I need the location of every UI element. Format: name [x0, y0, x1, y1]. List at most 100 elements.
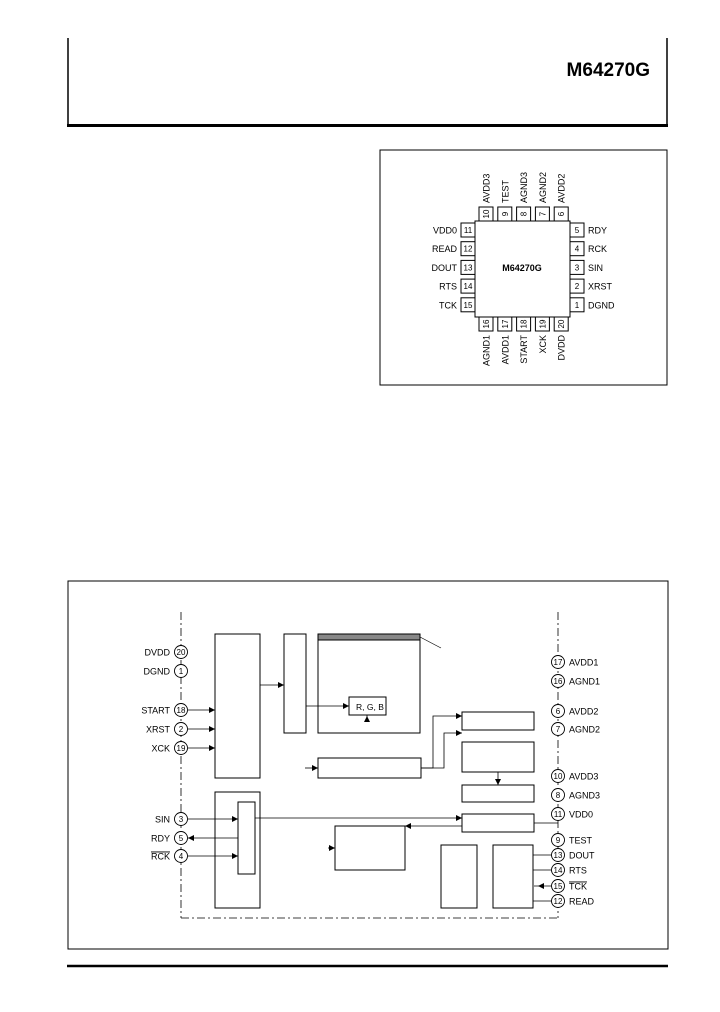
pin-configuration-frame — [379, 149, 668, 386]
pin-name: RCK — [151, 852, 170, 862]
pin-circle — [551, 807, 565, 821]
pin-number: 10 — [554, 772, 563, 781]
pin-name: DVDD — [557, 335, 567, 361]
pin-xrst — [569, 278, 585, 294]
pin-name: TCK — [439, 300, 457, 310]
pin-dgnd — [569, 297, 585, 313]
pin-number: 6 — [557, 211, 566, 216]
arrowhead — [188, 835, 194, 841]
pin-name: AGND1 — [482, 335, 492, 366]
page-title: M64270G — [567, 60, 650, 81]
pin-name: RTS — [569, 866, 587, 876]
pin-rdy — [569, 222, 585, 238]
pin-name: AGND3 — [569, 791, 600, 801]
pin-test — [497, 206, 513, 222]
pin-circle — [551, 879, 565, 893]
pin-name: AGND1 — [569, 677, 600, 687]
pin-name: TEST — [500, 179, 510, 203]
pin-name: TCK — [569, 882, 587, 892]
pin-name: READ — [432, 244, 458, 254]
sensor-shade — [317, 633, 421, 641]
rgb-label: R, G, B — [356, 702, 384, 712]
pin-name: AVDD2 — [557, 174, 567, 203]
pin-number: 12 — [464, 245, 473, 254]
pin-avdd2 — [553, 206, 569, 222]
pin-name: START — [141, 706, 170, 716]
pin-name: DGND — [588, 300, 615, 310]
pin-number: 4 — [575, 245, 580, 254]
pin-number: 11 — [464, 226, 473, 235]
pin-name: AGND3 — [519, 172, 529, 203]
pin-name: XRST — [146, 725, 171, 735]
pin-number: 17 — [554, 658, 563, 667]
pin-agnd3 — [516, 206, 532, 222]
pin-number: 20 — [557, 319, 566, 328]
pin-number: 3 — [575, 263, 580, 272]
pin-number: 20 — [177, 648, 186, 657]
pin-number: 14 — [464, 282, 473, 291]
pin-circle — [174, 645, 188, 659]
adc-block — [461, 784, 535, 803]
pin-name: DGND — [144, 667, 171, 677]
header-frame — [67, 38, 668, 127]
pin-circle — [174, 849, 188, 863]
chip-body — [474, 220, 571, 318]
amplifier-block — [461, 711, 535, 731]
pin-number: 4 — [179, 852, 184, 861]
pin-read — [460, 241, 476, 257]
pin-name: RDY — [588, 226, 607, 236]
register-block — [237, 801, 256, 875]
pin-name: DVDD — [144, 648, 170, 658]
pin-number: 13 — [554, 851, 563, 860]
pin-name: SIN — [155, 815, 170, 825]
pin-number: 11 — [554, 810, 563, 819]
functional-blocks — [214, 633, 535, 909]
pin-name: VDD0 — [433, 226, 457, 236]
pin-avdd3 — [478, 206, 494, 222]
pin-circle — [551, 788, 565, 802]
pin-circle — [551, 863, 565, 877]
pin-number: 5 — [575, 226, 580, 235]
pin-number: 15 — [554, 882, 563, 891]
clamp-block — [461, 741, 535, 773]
pin-name: TEST — [569, 836, 593, 846]
block-diagram-frame — [67, 580, 669, 950]
pin-name: DOUT — [569, 851, 595, 861]
pin-name: AGND2 — [569, 725, 600, 735]
pin-name: RCK — [588, 244, 607, 254]
pin-name: READ — [569, 897, 595, 907]
sensor-array-block — [317, 633, 421, 734]
pin-circle — [174, 722, 188, 736]
pin-number: 9 — [501, 211, 510, 216]
pin-number: 1 — [179, 667, 184, 676]
output-buffer-block — [461, 813, 535, 833]
pin-number: 18 — [177, 706, 186, 715]
pin-name: XRST — [588, 282, 613, 292]
pin-sin — [569, 259, 585, 275]
pin-name: START — [519, 334, 529, 363]
pin-circle — [174, 741, 188, 755]
pin-rts — [460, 278, 476, 294]
pin-name: XCK — [538, 335, 548, 354]
pin-number: 2 — [575, 282, 580, 291]
pin-number: 14 — [554, 866, 563, 875]
pin-circle — [551, 894, 565, 908]
arrowhead — [232, 853, 238, 859]
pin-avdd1 — [497, 316, 513, 332]
pin-agnd1 — [478, 316, 494, 332]
pin-number: 16 — [554, 677, 563, 686]
pin-dout — [460, 259, 476, 275]
timing-generator-block — [214, 633, 261, 779]
control-block — [334, 825, 406, 871]
pin-number: 8 — [556, 791, 561, 800]
pin-circle — [551, 848, 565, 862]
pin-number: 13 — [464, 263, 473, 272]
pin-number: 12 — [554, 897, 563, 906]
pin-name: AVDD3 — [482, 174, 492, 203]
pin-number: 18 — [520, 319, 529, 328]
pin-number: 17 — [501, 319, 510, 328]
pin-number: 3 — [179, 815, 184, 824]
pin-xck — [534, 316, 550, 332]
pin-circle — [551, 655, 565, 669]
